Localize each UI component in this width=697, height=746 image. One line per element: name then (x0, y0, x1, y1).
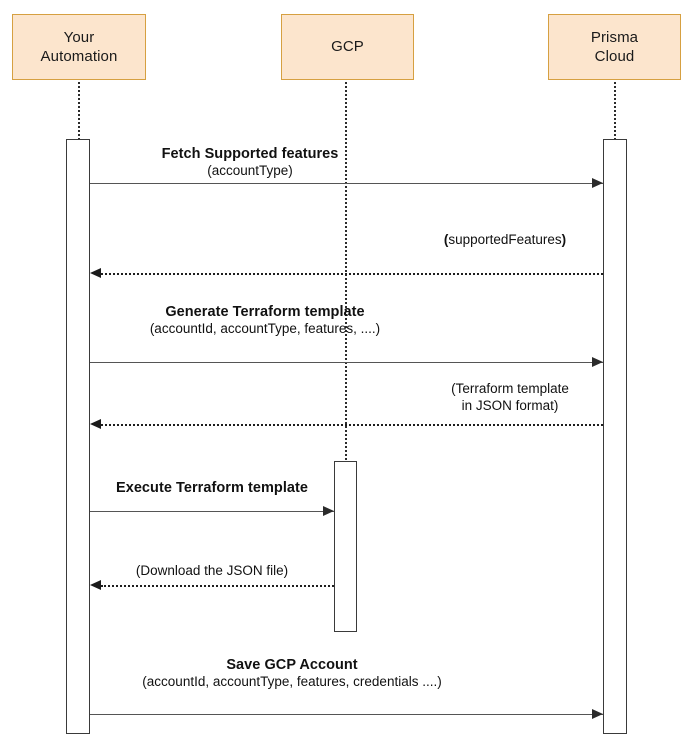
activation-bar-gcp (334, 461, 357, 632)
message-title: Execute Terraform template (115, 480, 309, 496)
arrow-head-right (592, 709, 603, 719)
message-args-line2: in JSON format) (461, 397, 559, 413)
message-arrow-download-json-file-return (101, 585, 334, 587)
message-arrow-generate-terraform-template (90, 362, 603, 363)
activation-bar-prisma-cloud (603, 139, 627, 734)
participant-your-automation[interactable]: Your Automation (12, 14, 146, 80)
arrow-head-right (592, 357, 603, 367)
message-args: (supportedFeatures) (400, 232, 610, 249)
participant-label-line2: Automation (40, 48, 118, 65)
lifeline-prisma-cloud (614, 82, 616, 140)
lifeline-your-automation (78, 82, 80, 140)
message-args: (accountId, accountType, features, ....) (149, 321, 381, 337)
message-label-save-gcp-account: Save GCP Account (accountId, accountType… (88, 656, 496, 691)
message-args: (accountType) (207, 163, 293, 179)
message-label-supported-features-return: (supportedFeatures) (400, 232, 610, 249)
message-args-inner: supportedFeatures (448, 232, 562, 247)
participant-gcp[interactable]: GCP (281, 14, 414, 80)
arrow-head-left (90, 268, 101, 278)
message-arrow-terraform-template-return (101, 424, 603, 426)
message-label-execute-terraform-template: Execute Terraform template (90, 479, 334, 497)
activation-bar-your-automation (66, 139, 90, 734)
message-args-close-paren: ) (561, 232, 567, 247)
arrow-head-left (90, 580, 101, 590)
message-arrow-save-gcp-account (90, 714, 603, 715)
message-label-download-json-file-return: (Download the JSON file) (90, 563, 334, 580)
message-args: (Download the JSON file) (135, 563, 289, 578)
message-label-terraform-template-return: (Terraform template in JSON format) (410, 381, 610, 415)
message-arrow-supported-features-return (101, 273, 603, 275)
participant-label-line1: GCP (331, 38, 364, 56)
message-arrow-execute-terraform-template (90, 511, 334, 512)
message-arrow-fetch-supported-features (90, 183, 603, 184)
message-title: Save GCP Account (226, 657, 358, 673)
arrow-head-left (90, 419, 101, 429)
message-args: (Terraform template in JSON format) (410, 381, 610, 415)
message-args-open-paren: ( (443, 232, 449, 247)
message-label-fetch-supported-features: Fetch Supported features (accountType) (90, 145, 410, 180)
participant-label-line1: Your (63, 28, 95, 46)
message-title: Fetch Supported features (161, 146, 339, 162)
participant-label-line1: Prisma (590, 28, 639, 46)
arrow-head-right (592, 178, 603, 188)
message-label-generate-terraform-template: Generate Terraform template (accountId, … (90, 303, 440, 338)
message-args-line1: (Terraform template (451, 381, 569, 396)
participant-prisma-cloud[interactable]: Prisma Cloud (548, 14, 681, 80)
participant-label-line2: Cloud (594, 48, 635, 65)
arrow-head-right (323, 506, 334, 516)
message-title: Generate Terraform template (165, 304, 365, 320)
message-args: (accountId, accountType, features, crede… (142, 674, 442, 690)
